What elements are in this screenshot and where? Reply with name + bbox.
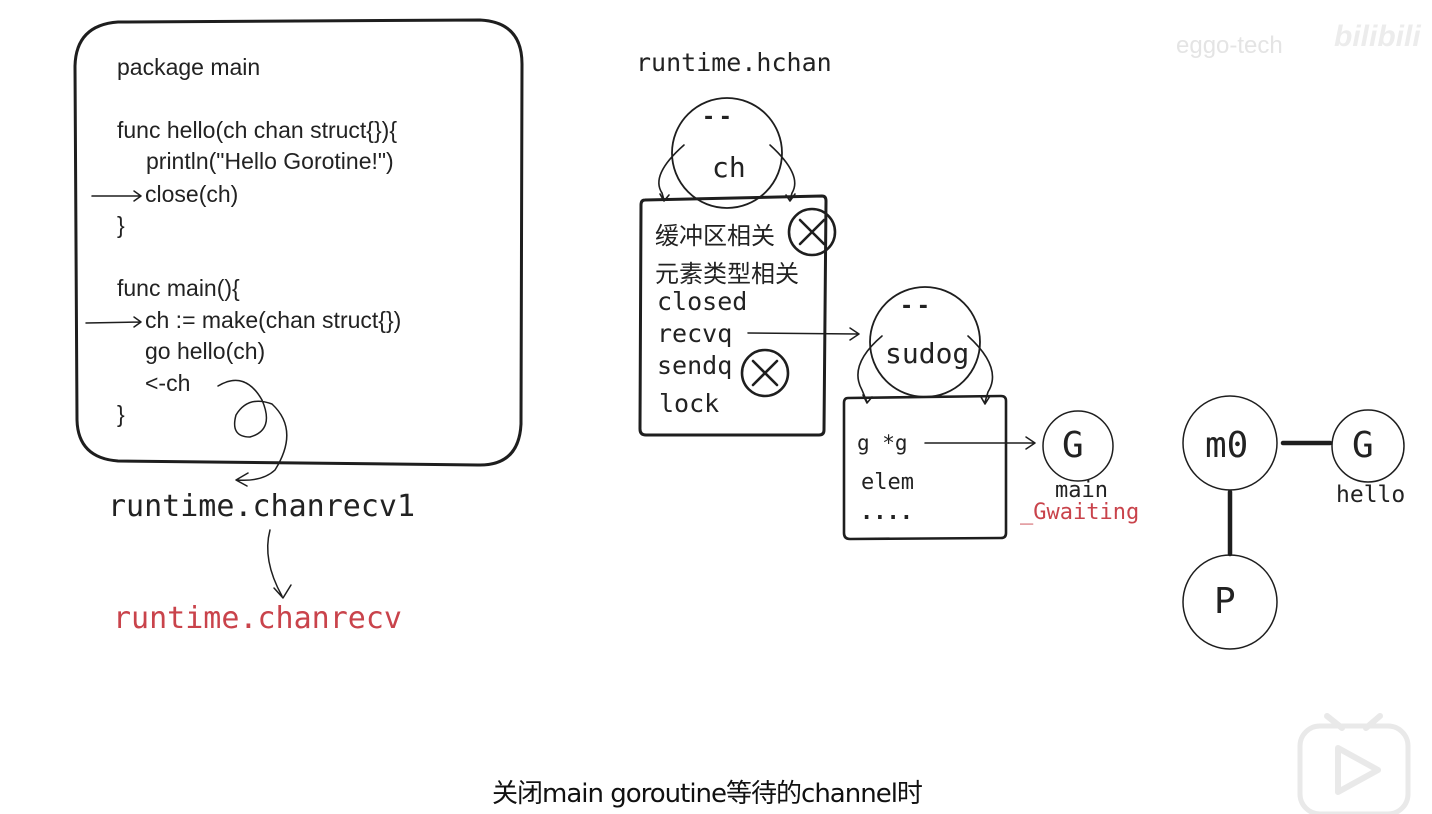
- watermark-site-logo: bilibili: [1334, 20, 1421, 53]
- code-line-go-hello: go hello(ch): [145, 338, 266, 364]
- hchan-field-elemtype: 元素类型相关: [655, 260, 799, 288]
- p-label: P: [1214, 581, 1236, 622]
- code-line-close-brace-1: }: [117, 212, 125, 238]
- ch-head: [671, 97, 783, 209]
- chanrecv-label: runtime.chanrecv: [113, 601, 402, 636]
- arrow-close: [91, 190, 142, 202]
- watermark-author: eggo-tech: [1176, 32, 1283, 59]
- code-line-package: package main: [117, 54, 261, 80]
- code-line-close-brace-2: }: [117, 401, 125, 427]
- sudog-field-g: g *g: [857, 431, 908, 455]
- hello-g-circle: [1331, 409, 1405, 483]
- m0-label: m0: [1205, 425, 1249, 466]
- code-line-println: println("Hello Gorotine!"): [146, 148, 394, 174]
- hchan-field-recvq: recvq: [657, 319, 733, 348]
- code-line-close: close(ch): [145, 181, 239, 207]
- arrow-chanrecv: [267, 529, 292, 599]
- main-g-label: G: [1062, 425, 1084, 466]
- ch-head-label: ch: [712, 151, 746, 184]
- sudog-right-arm: [967, 335, 994, 405]
- hello-g-name: hello: [1336, 482, 1406, 508]
- recv-loop-arrow: [217, 379, 288, 487]
- main-g-name: main: [1055, 478, 1108, 503]
- code-line-func-hello: func hello(ch chan struct{}){: [117, 117, 397, 143]
- hchan-field-sendq: sendq: [657, 351, 733, 380]
- hchan-title: runtime.hchan: [636, 48, 832, 77]
- main-g-status: _Gwaiting: [1020, 500, 1140, 525]
- sudog-head-label: sudog: [885, 337, 970, 370]
- video-subtitle: 关闭main goroutine等待的channel时: [492, 779, 923, 809]
- arrow-make: [85, 316, 142, 328]
- hchan-field-buffer: 缓冲区相关: [655, 222, 775, 250]
- hchan-field-lock: lock: [659, 389, 720, 418]
- sendq-removed-mark: [740, 348, 790, 398]
- hchan-field-closed: closed: [657, 287, 748, 316]
- code-line-func-main: func main(){: [117, 275, 240, 301]
- code-box: [73, 18, 524, 467]
- code-line-make: ch := make(chan struct{}): [145, 307, 402, 333]
- buffer-removed-mark: [787, 207, 837, 257]
- ch-face: - -: [704, 105, 730, 130]
- sudog-field-more: ....: [860, 500, 913, 525]
- sudog-face: - -: [902, 294, 928, 319]
- code-line-recv: <-ch: [145, 370, 191, 396]
- hchan-box: [638, 194, 828, 437]
- arrow-g: [924, 436, 1036, 450]
- bilibili-play-icon: [1297, 713, 1411, 814]
- chanrecv1-label: runtime.chanrecv1: [108, 489, 416, 524]
- main-g-circle: [1042, 410, 1114, 482]
- arrow-recvq: [747, 327, 860, 341]
- hello-g-label: G: [1352, 425, 1374, 466]
- sudog-field-elem: elem: [861, 470, 914, 495]
- sudog-box: [842, 394, 1008, 541]
